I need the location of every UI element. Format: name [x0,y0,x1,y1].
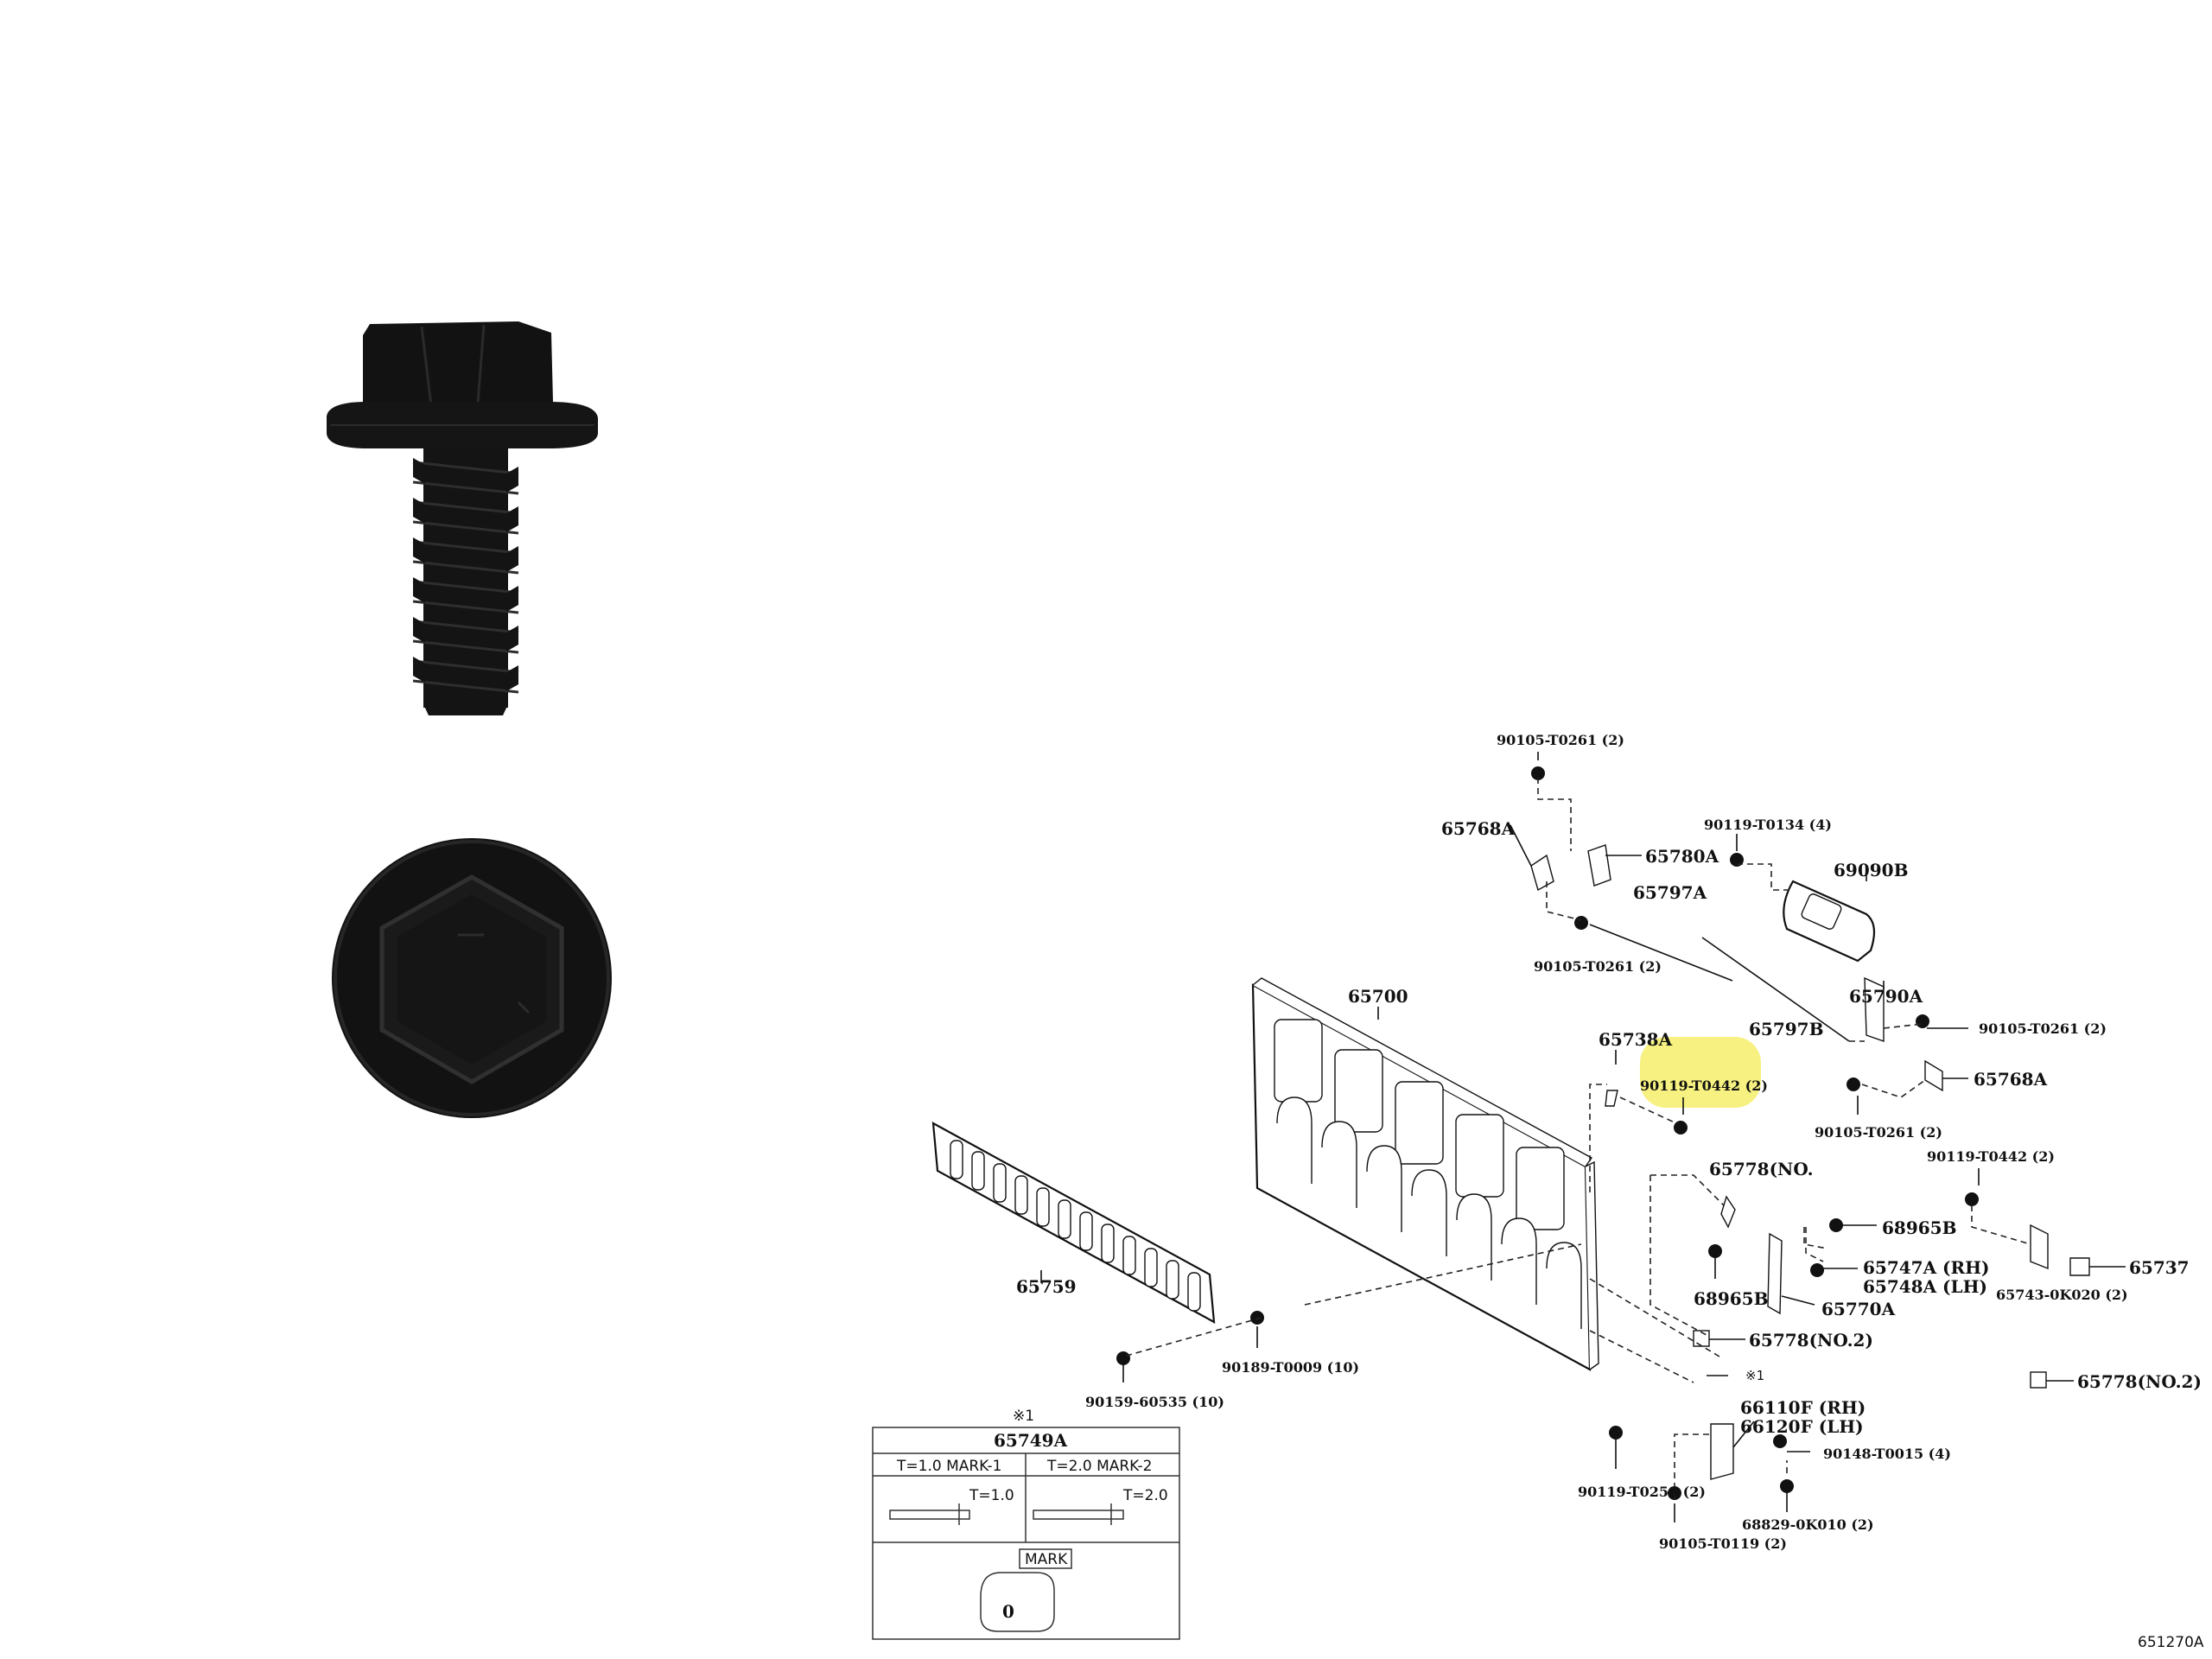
callout-68829-0K010: 68829-0K010 (2) [1742,1516,1874,1533]
inset-thickness-2: T=2.0 [1122,1487,1168,1504]
callout-90119-T0259: 90119-T0259 (2) [1578,1484,1706,1500]
callout-65737: 65737 [2129,1257,2190,1278]
callout-90189-T0009: 90189-T0009 (10) [1222,1359,1359,1376]
figure-id: 651270A [2138,1634,2204,1651]
callout-90119-T0442-b: 90119-T0442 (2) [1927,1148,2055,1165]
callout-90105-T0261-a: 90105-T0261 (2) [1497,732,1624,748]
callout-90159-60535: 90159-60535 (10) [1085,1394,1224,1410]
rod-65797A [1589,924,1733,982]
callout-66110F-RH: 66110F (RH) [1740,1397,1866,1418]
callout-90105-T0261-d: 90105-T0261 (2) [1815,1124,1942,1141]
callout-65747A-RH: 65747A (RH) [1863,1257,1990,1278]
callout-65778-no: 65778(NO. [1709,1159,1814,1179]
handle-69090B [1783,880,1876,963]
callout-66120F-LH: 66120F (LH) [1740,1416,1864,1437]
callout-65778-no2-a: 65778(NO.2) [1749,1330,1873,1351]
bolt-side-view-photo [327,321,598,715]
callout-90105-T0119: 90105-T0119 (2) [1659,1535,1787,1552]
tailgate-cover-65759 [931,1122,1216,1324]
callout-90119-T0442-a: 90119-T0442 (2) [1640,1077,1768,1094]
callout-65790A: 65790A [1849,986,1923,1007]
callout-65797B: 65797B [1749,1019,1823,1039]
inset-col-2: T=2.0 MARK-2 [1046,1458,1153,1475]
callout-90105-T0261-b: 90105-T0261 (2) [1534,958,1662,975]
inset-part-number: 65749A [994,1430,1068,1451]
inset-ref-mark: ※1 [1013,1408,1034,1425]
callout-65738A: 65738A [1599,1029,1673,1050]
callout-labels: 90105-T0261 (2) 65768A 65780A 90119-T013… [1016,732,2202,1552]
callout-note-ref: ※1 [1745,1368,1764,1383]
callout-68965B-b: 68965B [1694,1288,1768,1309]
callout-69090B: 69090B [1834,860,1908,880]
callout-65768A-b: 65768A [1974,1069,2048,1090]
callout-65797A: 65797A [1633,882,1707,903]
inset-mark-label: MARK [1025,1551,1068,1568]
callout-65780A: 65780A [1645,846,1719,867]
inset-col-1: T=1.0 MARK-1 [896,1458,1002,1475]
callout-90105-T0261-c: 90105-T0261 (2) [1979,1020,2107,1037]
highlight-90119-T0442 [1640,1037,1761,1108]
inset-thickness-1: T=1.0 [969,1487,1014,1504]
small-parts [1116,766,2090,1500]
callout-65768A-a: 65768A [1441,818,1516,839]
inset-table-65749A: ※1 65749A T=1.0 MARK-1 T=2.0 MARK-2 T=1.… [872,1408,1180,1640]
callout-65778-no2-b: 65778(NO.2) [2077,1371,2202,1392]
inset-mark-symbol: 0 [1002,1601,1014,1622]
callout-65759: 65759 [1016,1276,1077,1297]
callout-65700: 65700 [1348,986,1408,1007]
callout-90119-T0134: 90119-T0134 (4) [1704,817,1832,833]
rod-65797B [1701,937,1850,1042]
leader-lines [1040,752,2126,1522]
callout-65743-0K020: 65743-0K020 (2) [1996,1287,2128,1303]
tailgate-panel-65700 [1251,977,1599,1371]
callout-65748A-LH: 65748A (LH) [1863,1276,1987,1297]
callout-65770A: 65770A [1821,1299,1896,1319]
callout-90148-T0015: 90148-T0015 (4) [1823,1446,1951,1462]
bolt-top-view-photo [332,838,612,1118]
callout-68965B-a: 68965B [1882,1217,1956,1238]
